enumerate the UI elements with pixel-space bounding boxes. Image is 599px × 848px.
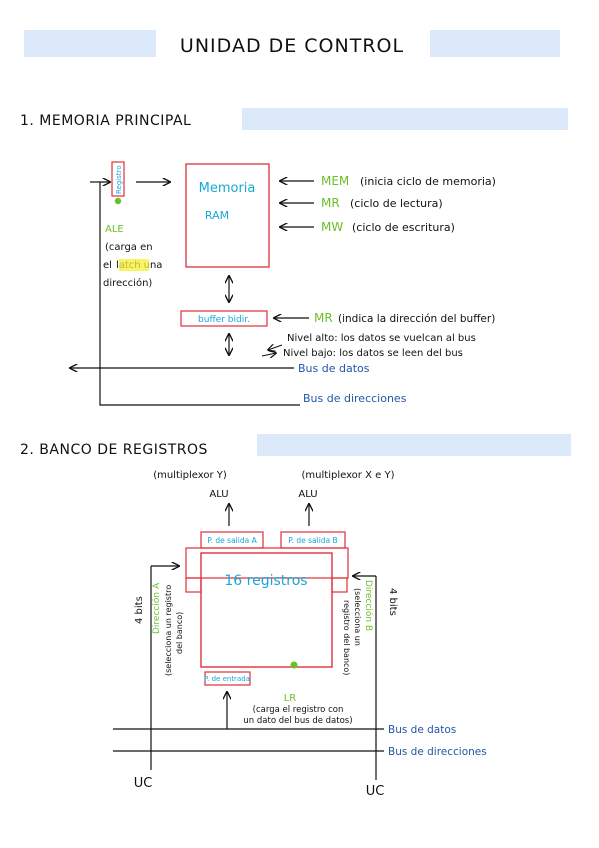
alu-right: ALU: [298, 489, 317, 500]
section1-heading: 1. MEMORIA PRINCIPAL: [20, 113, 191, 129]
buffer-mr-signal: MR: [314, 311, 333, 325]
mux-y: (multiplexor Y): [153, 470, 227, 481]
mem-signal: MEM: [321, 174, 349, 188]
registro-box: [111, 161, 125, 197]
dir-b-desc1: (selecciona un: [353, 588, 362, 646]
page-title: UNIDAD DE CONTROL: [180, 35, 404, 57]
banco-registros-box: [200, 552, 333, 668]
mw-signal: MW: [321, 220, 343, 234]
puerto-entrada-label: P. de entrada: [204, 675, 250, 683]
bits-left: 4 bits: [134, 596, 145, 624]
mw-desc: (ciclo de escritura): [352, 221, 455, 234]
nivel-bajo: Nivel bajo: los datos se leen del bus: [283, 348, 463, 359]
bus-datos-label-2: Bus de datos: [388, 724, 456, 736]
bus-datos-label-1: Bus de datos: [298, 362, 370, 375]
puerto-a-label: P. de salida A: [207, 536, 257, 545]
bus-direcciones-line-1: [99, 182, 300, 406]
arrow-nivel-bajo: [261, 353, 276, 356]
mr-desc: (ciclo de lectura): [350, 197, 443, 210]
alu-left: ALU: [209, 489, 228, 500]
dir-b-title: Dirección B: [363, 580, 374, 631]
buffer-mr-desc: (indica la dirección del buffer): [338, 313, 495, 325]
section1-heading-band: [242, 108, 568, 130]
section2-heading-band: [257, 434, 571, 456]
lr-desc2: un dato del bus de datos): [243, 716, 352, 726]
lr-signal: LR: [284, 693, 297, 704]
bus-direcciones-label-1: Bus de direcciones: [303, 392, 407, 405]
registros-label: 16 registros: [224, 573, 307, 589]
banco-left-tab: [185, 577, 202, 593]
ale-dot: [114, 197, 122, 205]
ale-line2b: una: [144, 260, 163, 271]
buffer-box: [180, 310, 268, 327]
memoria-ram-box: [185, 163, 270, 268]
dir-b-desc2: registro del banco): [342, 600, 351, 675]
ale-line3: dirección): [103, 277, 152, 289]
ale-signal: ALE: [105, 224, 124, 235]
memoria-label: Memoria: [199, 181, 256, 196]
mux-xy: (multiplexor X e Y): [302, 470, 395, 481]
bus-direcciones-label-2: Bus de direcciones: [388, 746, 487, 758]
mr-signal: MR: [321, 196, 340, 210]
dir-a-desc1: (selecciona un registro: [164, 585, 173, 676]
lr-desc1: (carga el registro con: [253, 705, 344, 715]
puerto-entrada: [204, 671, 251, 686]
title-band-left: [24, 30, 156, 57]
latch-highlight: [119, 259, 149, 271]
arrow-nivel-alto: [268, 345, 283, 350]
banco-top-band: [185, 547, 349, 579]
title-band-right: [430, 30, 560, 57]
puerto-b-label: P. de salida B: [288, 536, 337, 545]
uc-left: UC: [134, 776, 153, 791]
ale-line2a: el: [103, 260, 112, 271]
lr-dot: [290, 661, 298, 669]
dir-a-title: Dirección A: [151, 582, 162, 634]
dir-a-desc2: del banco): [175, 612, 184, 654]
buffer-label: buffer bidir.: [198, 315, 250, 325]
nivel-alto: Nivel alto: los datos se vuelcan al bus: [287, 333, 476, 344]
uc-right: UC: [366, 784, 385, 799]
bits-right: 4 bits: [387, 588, 398, 616]
section2-heading: 2. BANCO DE REGISTROS: [20, 442, 208, 458]
registro-label: Registro: [115, 165, 123, 194]
ram-label: RAM: [205, 209, 229, 222]
banco-right-tab: [331, 577, 348, 593]
ale-line1: (carga en: [105, 242, 153, 253]
mem-desc: (inicia ciclo de memoria): [360, 175, 496, 188]
